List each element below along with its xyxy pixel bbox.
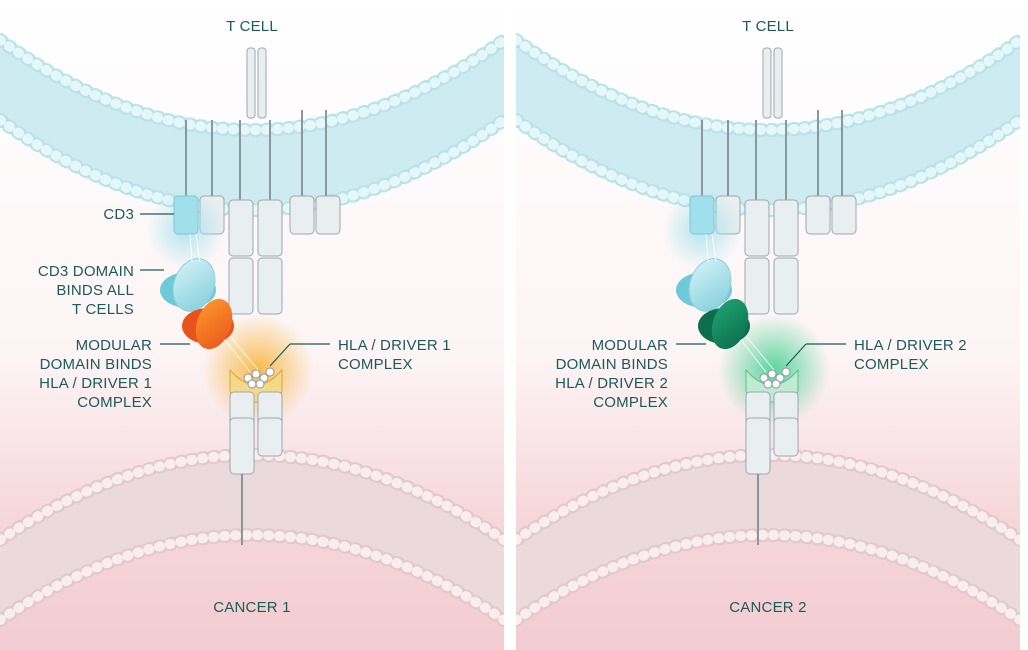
left-panel: T CELL CANCER 1 CD3 CD3 DOMAIN BINDS ALL… [0,0,504,650]
peptide [243,367,275,389]
binding-lines [705,233,775,373]
hla-line-2: COMPLEX [338,356,413,373]
cd3-subunit [146,190,226,270]
cd3-domain-line-1: CD3 DOMAIN [37,263,134,280]
hla-line-1: HLA / DRIVER 1 [338,337,451,354]
modular-line-2: DOMAIN BINDS [555,356,668,373]
modular-domain-label: MODULAR DOMAIN BINDS HLA / DRIVER 1 COMP… [26,336,152,412]
cd3-domain-line-3: T CELLS [72,301,134,318]
panel-divider [509,0,511,650]
modular-line-1: MODULAR [591,337,668,354]
modular-domain [698,298,750,350]
cancer-label: CANCER 1 [213,599,291,616]
cancer-label: CANCER 2 [729,599,807,616]
leader-lines [140,213,330,367]
cd3-domain-line-2: BINDS ALL [56,282,134,299]
cd3-subunit [662,190,742,270]
modular-line-3: HLA / DRIVER 1 [39,375,152,392]
hla-complex-label: HLA / DRIVER 1 COMPLEX [338,336,478,374]
modular-line-4: COMPLEX [593,394,668,411]
modular-line-3: HLA / DRIVER 2 [555,375,668,392]
tcell-label: T CELL [742,18,794,35]
hla-line-2: COMPLEX [854,356,929,373]
binding-lines [189,233,259,373]
leader-lines [676,343,846,367]
cd3-domain-label: CD3 DOMAIN BINDS ALL T CELLS [14,262,134,319]
cd3-domain [676,258,732,312]
modular-line-1: MODULAR [75,337,152,354]
left-diagram [0,0,504,650]
hla-complex-label: HLA / DRIVER 2 COMPLEX [854,336,994,374]
right-panel: T CELL CANCER 2 MODULAR DOMAIN BINDS HLA… [516,0,1020,650]
modular-domain-label: MODULAR DOMAIN BINDS HLA / DRIVER 2 COMP… [542,336,668,412]
cd3-domain [160,258,216,312]
hla-complex [745,368,799,545]
cd3-label: CD3 [103,206,134,223]
hla-complex [229,368,283,545]
peptide [759,367,791,389]
modular-line-2: DOMAIN BINDS [39,356,152,373]
right-diagram [516,0,1020,650]
modular-line-4: COMPLEX [77,394,152,411]
tcell-label: T CELL [226,18,278,35]
hla-line-1: HLA / DRIVER 2 [854,337,967,354]
modular-domain [182,298,234,350]
